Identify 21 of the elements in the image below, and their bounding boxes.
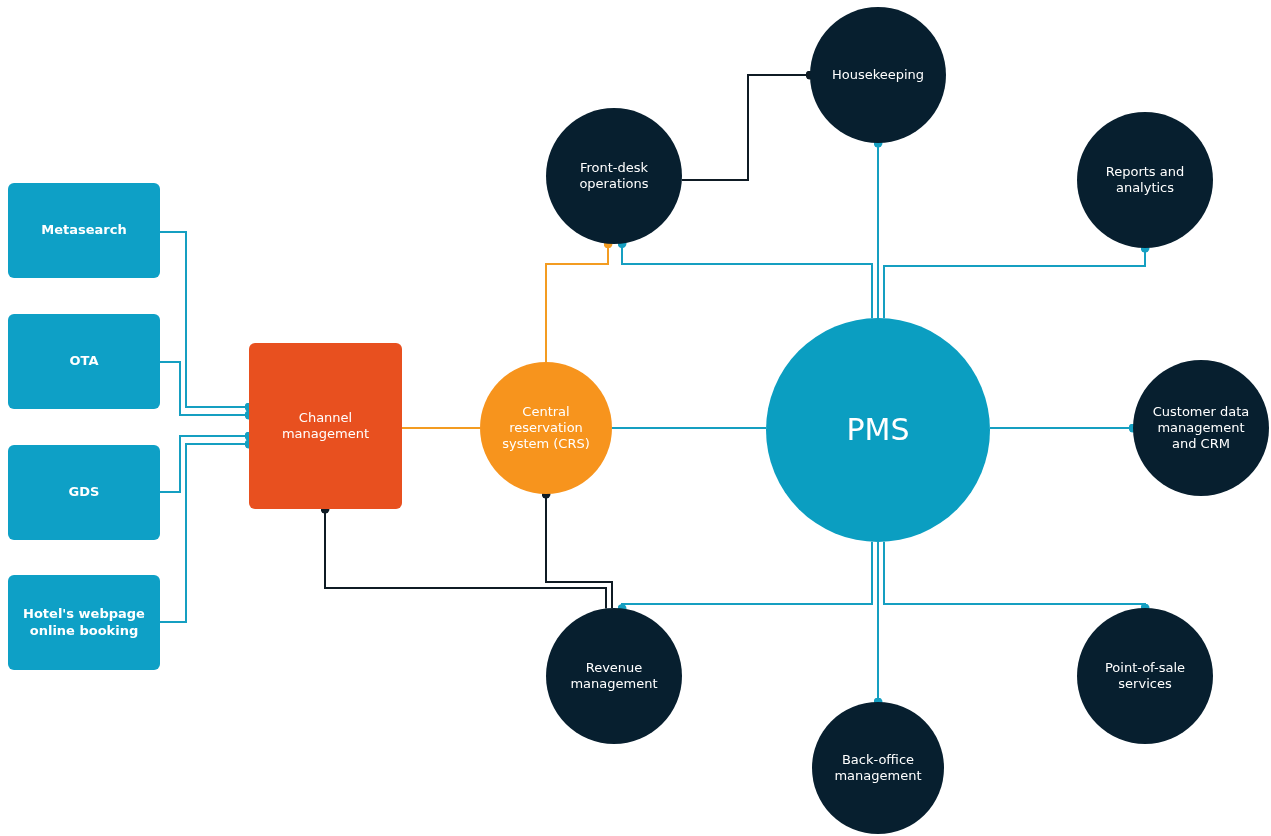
channel-box — [8, 183, 160, 278]
node-label: OTA — [69, 353, 99, 370]
node-label: Customer data management and CRM — [1151, 403, 1251, 453]
connector-line — [401, 427, 481, 429]
node-label: GDS — [68, 484, 100, 501]
connector-line — [611, 427, 767, 429]
node-label: Back-office management — [833, 751, 923, 785]
channel-box — [8, 575, 160, 670]
node-label: Reports and analytics — [1104, 163, 1186, 197]
node-label: Channel management — [280, 409, 371, 443]
node-label: Revenue management — [569, 659, 659, 693]
node-label: Point-of-sale services — [1103, 659, 1187, 693]
node-label: PMS — [846, 411, 910, 449]
node-label: Front-desk operations — [578, 159, 650, 193]
node-label: Hotel's webpage online booking — [22, 606, 146, 639]
node-label: Housekeeping — [831, 66, 925, 84]
node-label: Metasearch — [41, 222, 127, 239]
process-box — [249, 343, 402, 509]
node-label: Central reservation system (CRS) — [501, 403, 591, 453]
channel-box — [8, 445, 160, 540]
channel-box — [8, 314, 160, 409]
